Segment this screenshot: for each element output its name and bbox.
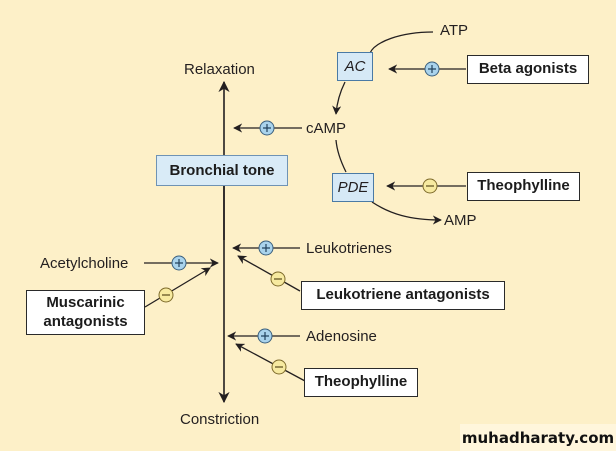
adenosine-label: Adenosine: [306, 328, 377, 345]
pde-enzyme-box: PDE: [332, 173, 374, 202]
ac-enzyme-box: AC: [337, 52, 373, 81]
amp-label: AMP: [444, 212, 477, 229]
camp-label: cAMP: [306, 120, 347, 137]
leukotriene-antagonists-box: Leukotriene antagonists: [301, 281, 505, 310]
theophylline-adenosine-arrow: [235, 343, 306, 382]
atp-label: ATP: [440, 22, 469, 39]
plus-sign-icon: [258, 240, 274, 256]
minus-sign-icon: [158, 287, 174, 303]
muscarinic-line1: Muscarinic: [46, 293, 125, 311]
plus-sign-icon: [424, 61, 440, 77]
plus-sign-icon: [259, 120, 275, 136]
plus-sign-icon: [257, 328, 273, 344]
minus-sign-icon: [422, 178, 438, 194]
bronchial-tone-box: Bronchial tone: [156, 155, 288, 186]
theophylline-pde-box: Theophylline: [467, 172, 580, 201]
relaxation-label: Relaxation: [184, 61, 255, 78]
leukotriene-antagonists-arrow: [237, 255, 301, 292]
beta-agonists-box: Beta agonists: [467, 55, 589, 84]
muscarinic-antagonists-box: Muscarinic antagonists: [26, 290, 145, 335]
leukotrienes-label: Leukotrienes: [306, 240, 392, 257]
ac-to-camp-arrow: [332, 81, 346, 115]
atp-to-ac-curve: [369, 31, 434, 54]
constriction-label: Constriction: [180, 411, 260, 428]
muscarinic-line2: antagonists: [43, 312, 128, 330]
plus-sign-icon: [171, 255, 187, 271]
theophylline-adenosine-box: Theophylline: [304, 368, 418, 397]
minus-sign-icon: [270, 271, 286, 287]
watermark: muhadharaty.com: [460, 424, 616, 451]
camp-to-pde-curve: [335, 139, 347, 173]
minus-sign-icon: [271, 359, 287, 375]
pde-to-amp-arrow: [371, 201, 442, 225]
acetylcholine-label: Acetylcholine: [40, 255, 129, 272]
muscarinic-arrow: [144, 267, 211, 308]
